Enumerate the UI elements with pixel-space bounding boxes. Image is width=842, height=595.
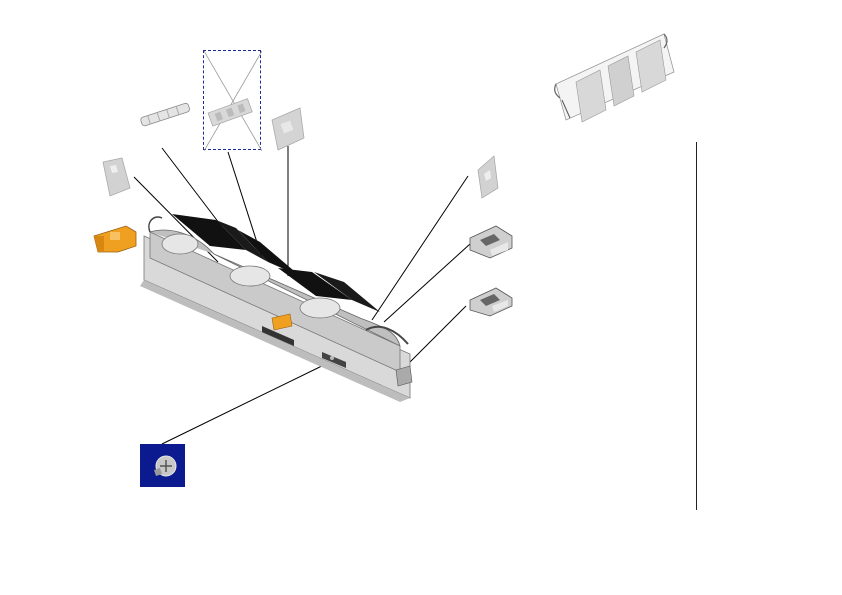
hinge-icon	[469, 287, 513, 317]
plate-icon	[271, 107, 305, 151]
leader-line-clip-right	[371, 175, 469, 321]
missing-image-placeholder	[203, 50, 263, 152]
roller-icon	[140, 102, 190, 127]
missing-image-icon	[203, 50, 263, 152]
screw-icon	[154, 455, 177, 477]
hinge-icon	[469, 225, 513, 259]
divider-line	[696, 142, 697, 510]
spring-plate-icon	[554, 33, 675, 123]
leader-line-hinge-top	[383, 243, 471, 323]
leader-line-screw	[161, 361, 331, 445]
bracket-icon	[477, 155, 499, 199]
screw-tile	[140, 444, 185, 487]
latch-icon	[93, 225, 137, 253]
guide-assembly-icon	[140, 214, 413, 402]
bracket-icon	[102, 157, 131, 197]
